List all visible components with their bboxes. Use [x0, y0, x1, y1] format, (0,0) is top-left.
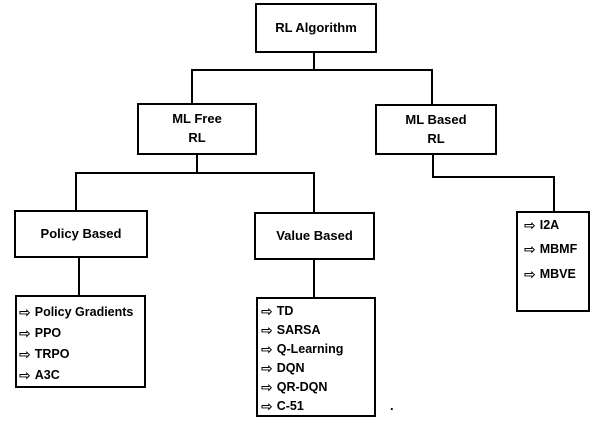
connector-line [432, 176, 555, 178]
connector-line [313, 172, 315, 212]
arrow-bullet-icon: ⇨ [261, 378, 273, 395]
connector-line [313, 53, 315, 70]
list-item-label: Policy Gradients [34, 304, 134, 319]
ml-free-rl-box: ML Free RL [137, 103, 257, 155]
arrow-bullet-icon: ⇨ [19, 367, 31, 384]
list-item: ⇨ PPO [19, 322, 144, 343]
value-methods-box: ⇨ TD ⇨ SARSA ⇨ Q-Learning ⇨ DQN ⇨ QR-DQN… [256, 297, 376, 417]
connector-line [75, 172, 77, 210]
connector-line [431, 69, 433, 104]
node-label: ML Free [172, 111, 222, 127]
list-item-label: SARSA [276, 323, 321, 338]
list-item-label: QR-DQN [276, 379, 328, 394]
arrow-bullet-icon: ⇨ [524, 241, 536, 258]
arrow-bullet-icon: ⇨ [261, 341, 273, 358]
list-item-label: A3C [34, 368, 60, 383]
list-item: ⇨ TD [261, 302, 374, 321]
ml-based-rl-box: ML Based RL [375, 104, 497, 155]
list-item-label: TRPO [34, 347, 70, 362]
arrow-bullet-icon: ⇨ [19, 324, 31, 341]
list-item: ⇨ MBVE [524, 262, 588, 286]
node-label: RL [427, 130, 445, 146]
policy-methods-box: ⇨ Policy Gradients ⇨ PPO ⇨ TRPO ⇨ A3C [15, 295, 146, 388]
node-label: Policy Based [40, 225, 122, 241]
list-item: ⇨ I2A [524, 213, 588, 237]
list-item-label: TD [276, 304, 294, 319]
arrow-bullet-icon: ⇨ [261, 397, 273, 414]
list-item: ⇨ MBMF [524, 237, 588, 261]
node-label: ML Based [405, 111, 467, 127]
connector-line [196, 155, 198, 174]
stray-period: . [390, 398, 394, 413]
list-item-label: DQN [276, 360, 305, 375]
arrow-bullet-icon: ⇨ [524, 265, 536, 282]
node-label: Value Based [276, 227, 353, 243]
list-item: ⇨ C-51 [261, 396, 374, 415]
arrow-bullet-icon: ⇨ [524, 217, 536, 234]
list-item-label: Q-Learning [276, 342, 344, 357]
arrow-bullet-icon: ⇨ [261, 303, 273, 320]
connector-line [432, 155, 434, 178]
connector-line [78, 258, 80, 295]
value-based-box: Value Based [254, 212, 375, 260]
node-label: RL Algorithm [275, 19, 357, 35]
list-item: ⇨ Q-Learning [261, 340, 374, 359]
arrow-bullet-icon: ⇨ [261, 359, 273, 376]
policy-based-box: Policy Based [14, 210, 148, 258]
list-item-label: C-51 [276, 398, 304, 413]
list-item-label: MBVE [539, 266, 576, 281]
connector-line [313, 260, 315, 297]
arrow-bullet-icon: ⇨ [19, 303, 31, 320]
node-label: RL [188, 130, 206, 145]
connector-line [191, 69, 193, 103]
list-item: ⇨ TRPO [19, 344, 144, 365]
rl-algorithm-box: RL Algorithm [255, 3, 377, 53]
list-item: ⇨ SARSA [261, 321, 374, 340]
connector-line [191, 69, 433, 71]
list-item: ⇨ A3C [19, 365, 144, 386]
arrow-bullet-icon: ⇨ [261, 322, 273, 339]
connector-line [75, 172, 315, 174]
list-item: ⇨ DQN [261, 358, 374, 377]
list-item: ⇨ Policy Gradients [19, 301, 144, 322]
connector-line [553, 176, 555, 211]
list-item-label: MBMF [539, 242, 578, 257]
model-based-methods-box: ⇨ I2A ⇨ MBMF ⇨ MBVE [516, 211, 590, 312]
arrow-bullet-icon: ⇨ [19, 346, 31, 363]
list-item: ⇨ QR-DQN [261, 377, 374, 396]
list-item-label: I2A [539, 218, 560, 233]
list-item-label: PPO [34, 325, 62, 340]
